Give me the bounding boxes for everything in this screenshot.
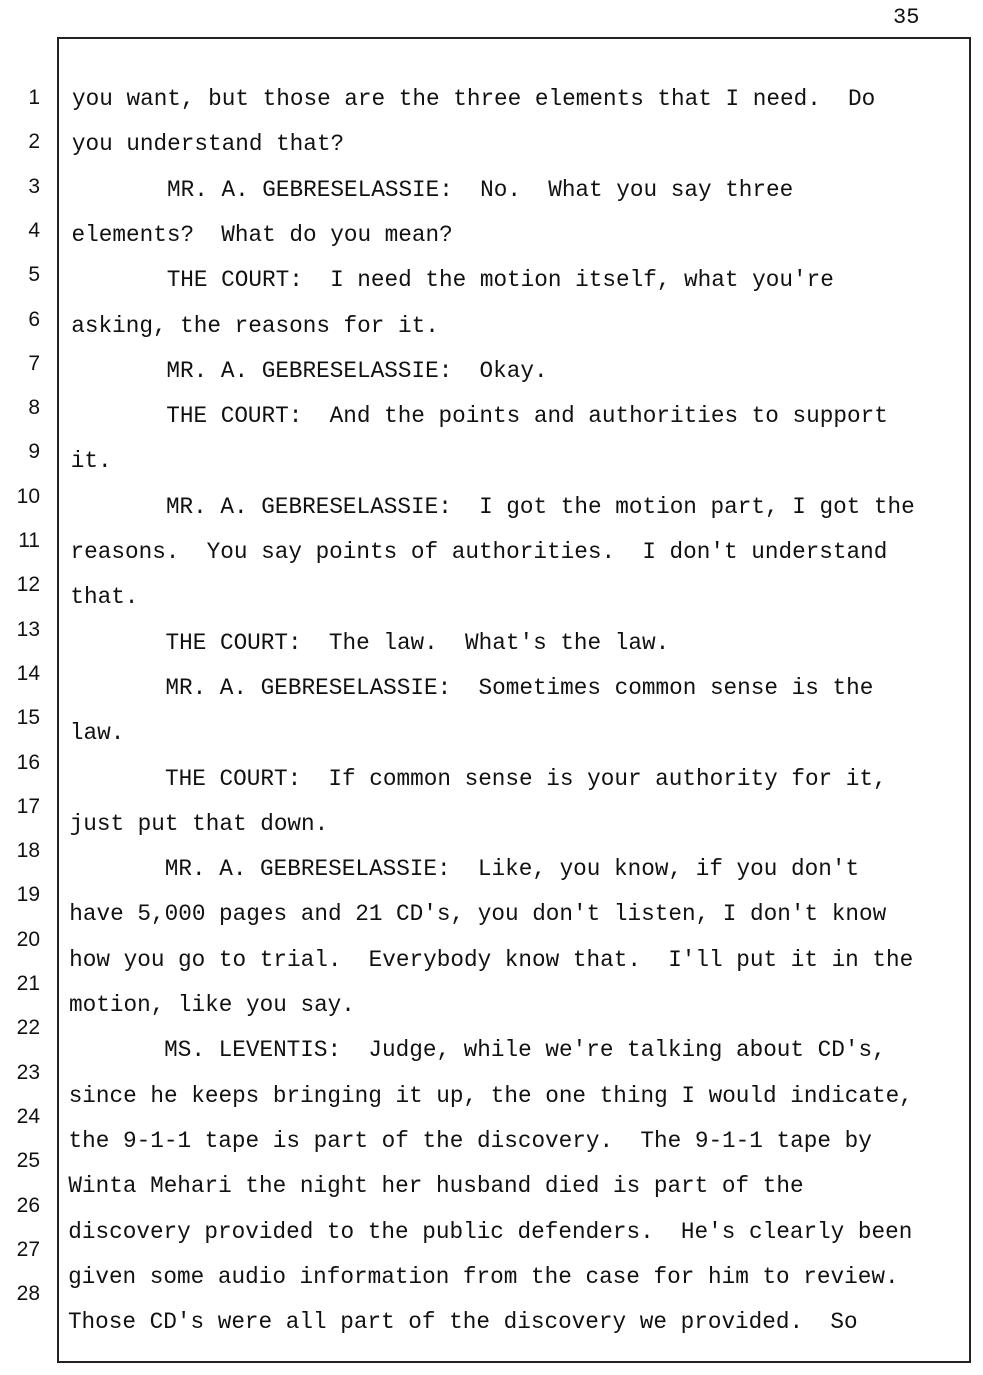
line-number: 28: [16, 1282, 40, 1306]
transcript-line: MR. A. GEBRESELASSIE: No. What you say t…: [71, 176, 794, 203]
line-number: 24: [16, 1104, 40, 1128]
transcript-line: you understand that?: [71, 131, 345, 158]
line-number: 13: [16, 617, 40, 641]
line-number: 5: [28, 263, 40, 287]
transcript-line: MR. A. GEBRESELASSIE: Okay.: [71, 357, 548, 384]
transcript-line: MS. LEVENTIS: Judge, while we're talking…: [68, 1037, 886, 1064]
line-number: 8: [28, 396, 40, 420]
transcript-line: it.: [70, 448, 112, 475]
transcript-line: THE COURT: If common sense is your autho…: [69, 765, 887, 792]
transcript-line: MR. A. GEBRESELASSIE: I got the motion p…: [70, 493, 915, 520]
transcript-line: reasons. You say points of authorities. …: [70, 539, 888, 565]
line-number: 20: [16, 927, 40, 951]
line-number: 14: [16, 661, 40, 685]
transcript-line: given some audio information from the ca…: [68, 1263, 899, 1290]
line-number: 4: [28, 218, 40, 242]
transcript-line: elements? What do you mean?: [71, 221, 453, 248]
transcript-line: Those CD's were all part of the discover…: [67, 1309, 858, 1336]
transcript-line: THE COURT: I need the motion itself, wha…: [71, 267, 834, 294]
transcript-line: THE COURT: The law. What's the law.: [70, 629, 670, 656]
line-number: 11: [18, 529, 40, 552]
line-number: 21: [16, 972, 40, 995]
line-number: 27: [16, 1237, 40, 1261]
transcript-line: since he keeps bringing it up, the one t…: [68, 1082, 913, 1109]
transcript-line: asking, the reasons for it.: [71, 312, 439, 339]
transcript-line: that.: [70, 584, 139, 611]
line-number: 9: [28, 440, 40, 464]
line-number: 26: [16, 1193, 40, 1217]
transcript-line: THE COURT: And the points and authoritie…: [70, 403, 888, 430]
transcript-line: discovery provided to the public defende…: [68, 1218, 913, 1245]
transcript-line: Winta Mehari the night her husband died …: [68, 1173, 804, 1200]
line-number: 2: [28, 130, 40, 154]
transcript-line: motion, like you say.: [69, 992, 355, 1018]
transcript-line: the 9-1-1 tape is part of the discovery.…: [68, 1127, 872, 1154]
line-number: 17: [16, 794, 40, 818]
transcript-line: law.: [69, 720, 125, 747]
line-number: 7: [28, 351, 40, 375]
line-number: 15: [16, 706, 40, 730]
transcript-line: have 5,000 pages and 21 CD's, you don't …: [69, 901, 887, 928]
transcript-line: MR. A. GEBRESELASSIE: Like, you know, if…: [69, 856, 860, 883]
line-number: 12: [16, 573, 40, 597]
line-number: 19: [16, 883, 40, 907]
transcript-line: you want, but those are the three elemen…: [72, 86, 876, 112]
transcript-line: MR. A. GEBRESELASSIE: Sometimes common s…: [70, 674, 874, 701]
line-number: 18: [16, 839, 40, 863]
line-number: 25: [16, 1149, 40, 1173]
transcript-frame: [57, 37, 971, 1363]
line-number: 22: [16, 1016, 40, 1040]
line-number: 23: [16, 1060, 40, 1084]
line-number: 6: [28, 307, 40, 331]
line-number: 1: [28, 86, 40, 109]
transcript-line: how you go to trial. Everybody know that…: [69, 946, 914, 973]
line-number: 16: [16, 750, 40, 774]
line-number: 3: [28, 174, 40, 198]
transcript-line: just put that down.: [69, 810, 329, 837]
page-number: 35: [893, 5, 920, 30]
line-number: 10: [16, 484, 40, 508]
